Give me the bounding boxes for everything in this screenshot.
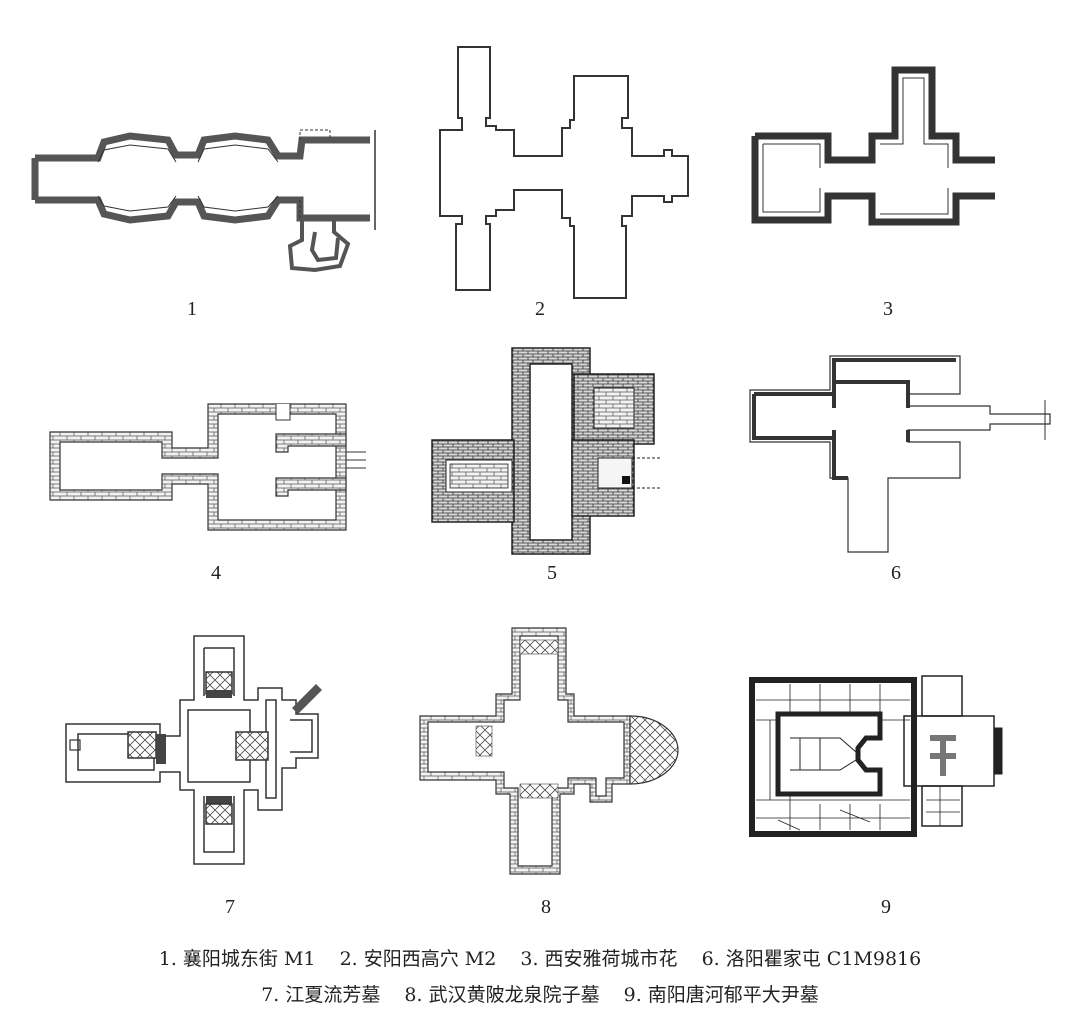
caption-item-6: 6. 洛阳瞿家屯 C1M9816 [701,948,922,970]
plan-3-drawing [751,66,995,226]
caption-item-3: 3. 西安雅荷城市花 [520,948,678,970]
caption-item-1: 1. 襄阳城东街 M1 [158,948,316,970]
plan-1-drawing [31,129,376,273]
caption-line-1: 1. 襄阳城东街 M1 2. 安阳西高穴 M2 3. 西安雅荷城市花 6. 洛阳… [0,944,1080,971]
plan-6-drawing [749,355,1051,553]
plan-8-drawing [419,627,679,875]
plan-5-drawing [431,347,660,555]
caption-item-9: 9. 南阳唐河郁平大尹墓 [623,984,819,1006]
plan-4-drawing [49,403,366,531]
plan-number-9: 9 [881,896,891,918]
plan-9-drawing [749,675,1003,837]
plan-number-7: 7 [225,896,235,918]
plan-number-4: 4 [211,562,221,584]
plan-number-2: 2 [535,298,545,320]
plan-number-3: 3 [883,298,893,320]
plan-7-drawing [65,635,322,865]
caption-line-2: 7. 江夏流芳墓 8. 武汉黄陂龙泉院子墓 9. 南阳唐河郁平大尹墓 [0,980,1080,1007]
plan-2-drawing [439,46,689,299]
plan-number-6: 6 [891,562,901,584]
plan-number-5: 5 [547,562,557,584]
plan-number-8: 8 [541,896,551,918]
caption-item-8: 8. 武汉黄陂龙泉院子墓 [404,984,600,1006]
plan-number-1: 1 [187,298,197,320]
caption-item-2: 2. 安阳西高穴 M2 [339,948,497,970]
caption-item-7: 7. 江夏流芳墓 [261,984,381,1006]
